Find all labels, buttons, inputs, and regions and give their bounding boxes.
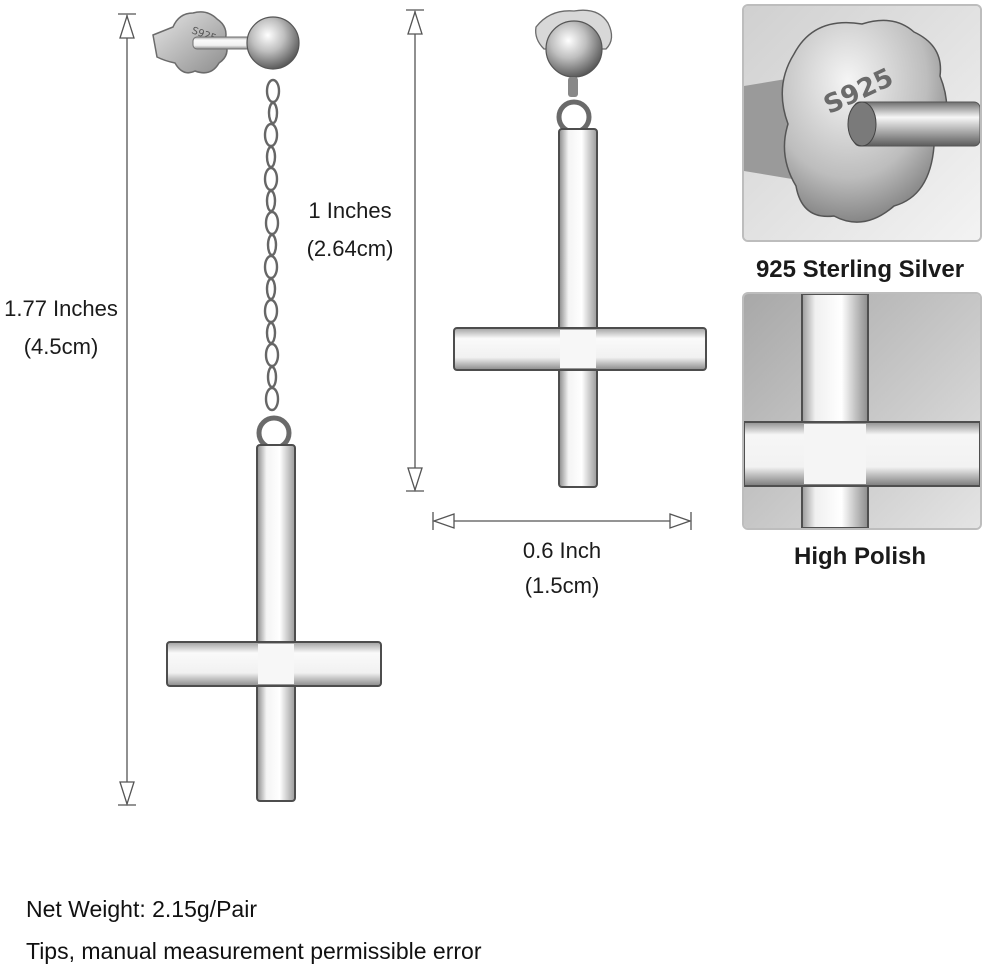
short-earring-height-arrow [406, 9, 424, 493]
high-polish-closeup [742, 292, 982, 530]
short-earring-width-inches: 0.6 Inch [522, 538, 602, 563]
short-earring-width-arrow [432, 512, 692, 530]
short-earring-width-cm: (1.5cm) [524, 573, 600, 598]
short-earring-height-cm: (2.64cm) [306, 236, 394, 261]
polish-closeup-graphic [744, 294, 980, 528]
measurement-tip-text: Tips, manual measurement permissible err… [26, 938, 482, 964]
sterling-stamp-closeup: S925 [742, 4, 982, 242]
high-polish-caption: High Polish [794, 543, 926, 570]
short-earring-height-inches: 1 Inches [308, 198, 392, 223]
long-earring-dimension-arrow [118, 13, 136, 807]
short-cross-earring-image [453, 9, 707, 488]
long-earring-length-cm: (4.5cm) [23, 334, 99, 359]
stamp-closeup-graphic: S925 [744, 6, 980, 240]
sterling-silver-caption: 925 Sterling Silver [755, 256, 965, 283]
long-cross-earring-image: S925 [152, 11, 382, 802]
net-weight-text: Net Weight: 2.15g/Pair [26, 896, 257, 922]
long-earring-length-inches: 1.77 Inches [4, 296, 118, 321]
